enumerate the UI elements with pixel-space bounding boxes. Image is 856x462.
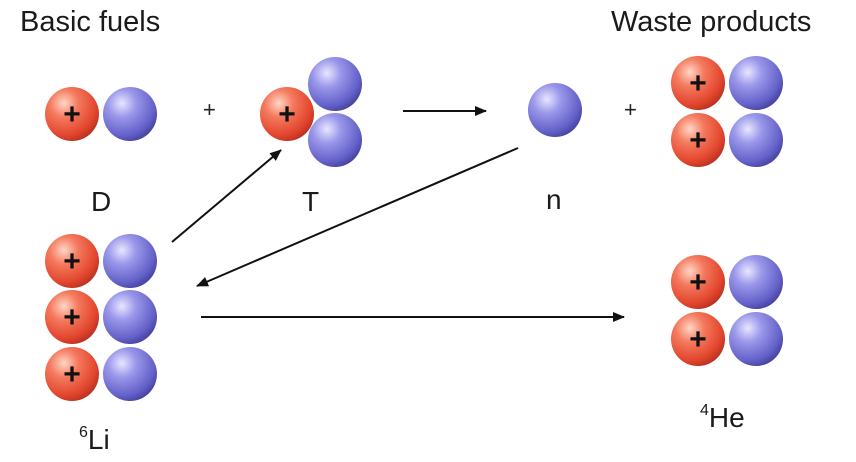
neutron bbox=[729, 56, 783, 110]
neutron bbox=[103, 347, 157, 401]
proton-sign: + bbox=[689, 67, 707, 100]
neutron bbox=[103, 234, 157, 288]
helium-nucleus-product: + + bbox=[671, 255, 783, 366]
proton-sign: + bbox=[63, 301, 81, 334]
label-tritium: T bbox=[302, 186, 320, 217]
neutron bbox=[528, 83, 582, 137]
proton bbox=[45, 234, 99, 288]
arrow-lithium-to-tritium bbox=[171, 149, 282, 243]
proton bbox=[671, 312, 725, 366]
neutron bbox=[308, 57, 362, 111]
label-neutron: n bbox=[546, 184, 562, 215]
proton-sign: + bbox=[63, 245, 81, 278]
proton bbox=[671, 56, 725, 110]
proton bbox=[45, 347, 99, 401]
heading-basic-fuels: Basic fuels bbox=[20, 6, 161, 38]
helium-nucleus-waste: + + bbox=[671, 56, 783, 167]
proton-sign: + bbox=[63, 358, 81, 391]
deuterium-nucleus: + bbox=[45, 87, 157, 141]
arrow-neutron-to-lithium bbox=[196, 147, 519, 287]
neutron bbox=[103, 87, 157, 141]
proton bbox=[671, 113, 725, 167]
helium-mass-number: 4 bbox=[700, 401, 709, 419]
proton-sign: + bbox=[689, 323, 707, 356]
tritium-nucleus: + bbox=[260, 57, 362, 167]
label-deuterium: D bbox=[91, 186, 112, 217]
lithium-nucleus: + + + bbox=[45, 234, 157, 401]
proton-sign: + bbox=[63, 98, 81, 131]
lithium-mass-number: 6 bbox=[79, 423, 88, 441]
neutron bbox=[729, 255, 783, 309]
proton-sign: + bbox=[689, 266, 707, 299]
proton-sign: + bbox=[278, 98, 296, 131]
proton-sign: + bbox=[689, 124, 707, 157]
proton bbox=[671, 255, 725, 309]
neutron bbox=[103, 290, 157, 344]
free-neutron bbox=[528, 83, 582, 137]
label-helium-4: 4He bbox=[700, 402, 745, 434]
proton bbox=[260, 87, 314, 141]
lithium-symbol: Li bbox=[87, 424, 110, 455]
neutron bbox=[729, 113, 783, 167]
proton bbox=[45, 290, 99, 344]
plus-operator-n-he: + bbox=[624, 97, 637, 122]
heading-waste-products: Waste products bbox=[611, 6, 812, 38]
neutron bbox=[729, 312, 783, 366]
label-lithium-6: 6Li bbox=[79, 424, 110, 456]
neutron bbox=[308, 113, 362, 167]
proton bbox=[45, 87, 99, 141]
helium-symbol: He bbox=[708, 402, 745, 433]
plus-operator-d-t: + bbox=[203, 97, 216, 122]
